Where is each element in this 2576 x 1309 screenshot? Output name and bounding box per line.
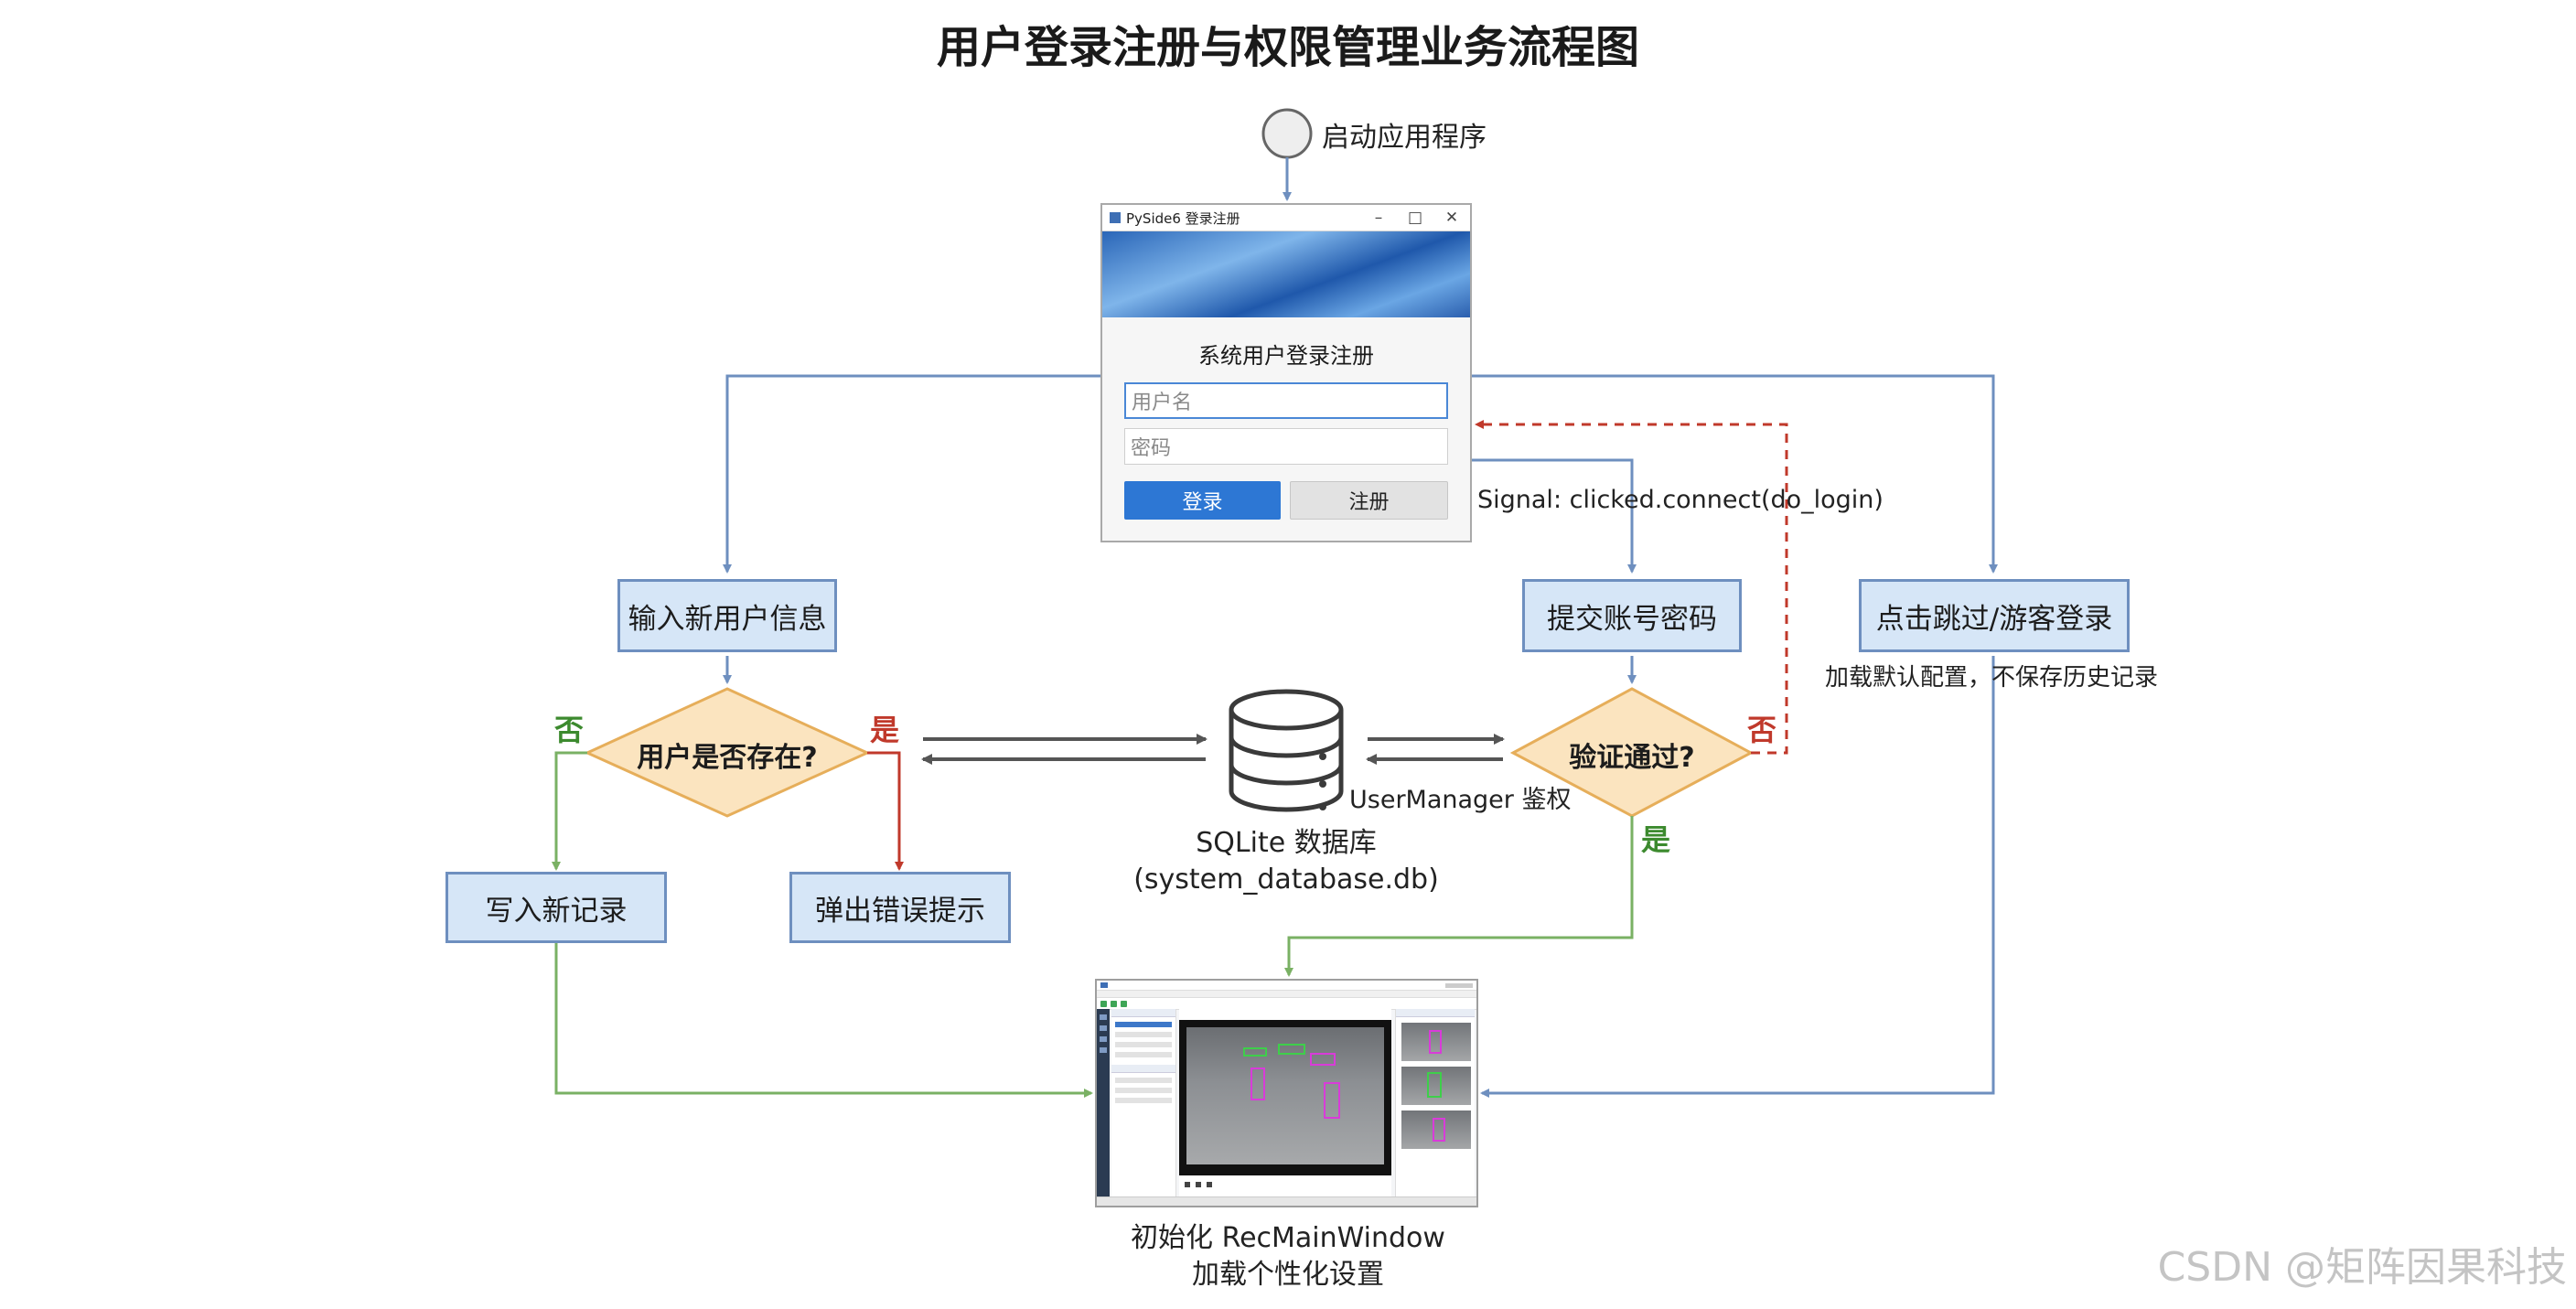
register-button[interactable]: 注册 bbox=[1290, 481, 1448, 520]
watermark: CSDN @矩阵因果科技 bbox=[2157, 1244, 2567, 1291]
database-label: SQLite 数据库 (system_database.db) bbox=[1103, 825, 1469, 898]
main-window-statusbar bbox=[1097, 1196, 1476, 1206]
database-name: SQLite 数据库 bbox=[1196, 827, 1377, 859]
arrow-to-register-input bbox=[723, 374, 1100, 574]
guest-login-box: 点击跳过/游客登录 bbox=[1859, 579, 2130, 652]
arrow-guest-to-main bbox=[1480, 656, 1995, 1098]
login-window-title: PySide6 登录注册 bbox=[1126, 209, 1240, 227]
video-controls bbox=[1179, 1179, 1397, 1190]
write-record-box: 写入新记录 bbox=[445, 872, 667, 943]
app-icon bbox=[1110, 212, 1121, 223]
arrow-verify-ok bbox=[1284, 816, 1634, 977]
submit-credentials-box: 提交账号密码 bbox=[1522, 579, 1742, 652]
signal-label: Signal: clicked.connect(do_login) bbox=[1477, 486, 1884, 514]
show-error-box: 弹出错误提示 bbox=[789, 872, 1011, 943]
register-input-box: 输入新用户信息 bbox=[617, 579, 837, 652]
database-file: (system_database.db) bbox=[1133, 864, 1439, 896]
maximize-icon[interactable]: □ bbox=[1407, 209, 1423, 227]
start-label: 启动应用程序 bbox=[1322, 122, 1487, 154]
arrow-write-to-main bbox=[554, 943, 1093, 1098]
user-exists-diamond bbox=[584, 687, 871, 818]
user-exists-label: 用户是否存在? bbox=[637, 742, 818, 774]
main-window-thumbnail bbox=[1095, 979, 1478, 1207]
main-window-titlebar bbox=[1097, 981, 1476, 991]
main-window-label: 初始化 RecMainWindow 加载个性化设置 bbox=[1059, 1220, 1517, 1293]
login-window: PySide6 登录注册 – □ ✕ 系统用户登录注册 用户名 密码 登录 注册 bbox=[1100, 203, 1472, 542]
arrow-no-to-write bbox=[552, 751, 587, 871]
edge-verify-yes-label: 是 bbox=[1641, 822, 1671, 857]
start-node bbox=[1261, 108, 1313, 159]
edge-no-label: 否 bbox=[554, 713, 585, 747]
main-window-menubar bbox=[1097, 991, 1476, 998]
main-window-line2: 加载个性化设置 bbox=[1192, 1259, 1384, 1291]
usermanager-label: UserManager 鉴权 bbox=[1349, 786, 1572, 814]
password-input[interactable]: 密码 bbox=[1124, 428, 1448, 465]
login-window-titlebar: PySide6 登录注册 – □ ✕ bbox=[1102, 205, 1470, 231]
login-banner bbox=[1102, 231, 1470, 317]
main-window-video-panel bbox=[1179, 1009, 1391, 1196]
main-window-sidebar bbox=[1097, 1009, 1110, 1196]
arrow-verify-fail bbox=[1475, 420, 1788, 755]
login-heading: 系统用户登录注册 bbox=[1198, 343, 1374, 369]
diagram-title: 用户登录注册与权限管理业务流程图 bbox=[936, 22, 1639, 73]
minimize-icon[interactable]: – bbox=[1374, 209, 1383, 227]
arrow-yes-to-error bbox=[867, 751, 904, 871]
database-icon bbox=[1229, 689, 1344, 812]
edge-yes-label: 是 bbox=[870, 713, 900, 747]
username-input[interactable]: 用户名 bbox=[1124, 382, 1448, 419]
video-frame bbox=[1179, 1020, 1391, 1175]
verify-label: 验证通过? bbox=[1569, 742, 1695, 774]
edge-verify-no-label: 否 bbox=[1747, 713, 1777, 747]
main-window-line1: 初始化 RecMainWindow bbox=[1131, 1222, 1445, 1254]
guest-note: 加载默认配置，不保存历史记录 bbox=[1825, 664, 2159, 692]
login-button[interactable]: 登录 bbox=[1124, 481, 1281, 520]
main-window-results-panel bbox=[1395, 1009, 1475, 1196]
arrow-to-guest-login bbox=[1472, 374, 1998, 574]
arrow-to-submit bbox=[1472, 458, 1637, 574]
main-window-left-panel bbox=[1111, 1009, 1176, 1196]
close-icon[interactable]: ✕ bbox=[1444, 209, 1459, 227]
